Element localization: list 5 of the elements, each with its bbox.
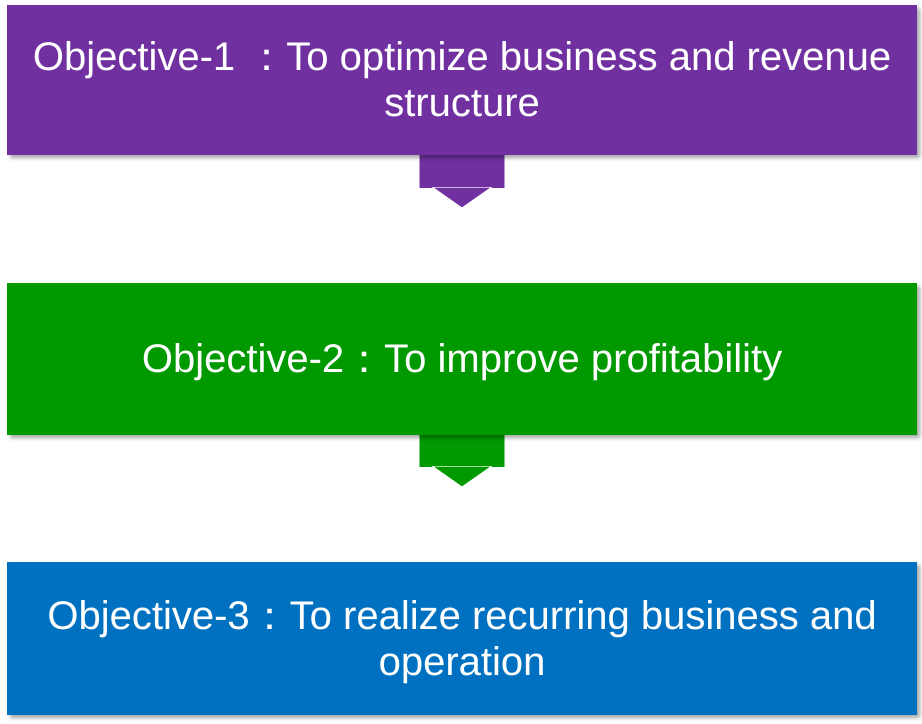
objective-box: Objective-2：To improve profitability bbox=[7, 283, 917, 435]
down-arrow bbox=[420, 435, 504, 488]
down-arrow bbox=[420, 155, 504, 208]
objective-box: Objective-1 ：To optimize business and revenue structure bbox=[7, 5, 917, 155]
objective-box: Objective-3：To realize recurring business and operation bbox=[7, 562, 917, 715]
